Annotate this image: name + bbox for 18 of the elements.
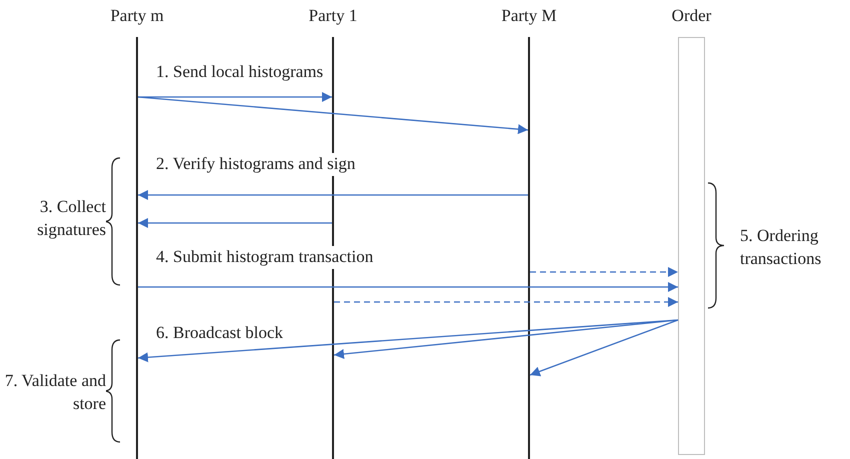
- arrow: [138, 282, 678, 292]
- dashed-arrow: [530, 267, 678, 277]
- lifeline-header: Party m: [110, 7, 164, 24]
- dashed-arrow: [334, 297, 678, 307]
- arrow: [138, 96, 528, 134]
- lifeline: [332, 37, 334, 459]
- arrow: [138, 190, 528, 200]
- lifeline: [136, 37, 138, 459]
- step-label: 4. Submit histogram transaction: [156, 246, 374, 269]
- arrow: [334, 319, 678, 359]
- arrow: [530, 319, 678, 376]
- order-bar: [678, 37, 705, 455]
- arrow: [138, 218, 332, 228]
- lifeline-header: Party 1: [308, 7, 358, 24]
- lifeline: [528, 37, 530, 459]
- step-label: 2. Verify histograms and sign: [156, 153, 356, 176]
- lifeline-header: Party M: [501, 7, 557, 24]
- lifeline-header: Order: [672, 7, 712, 24]
